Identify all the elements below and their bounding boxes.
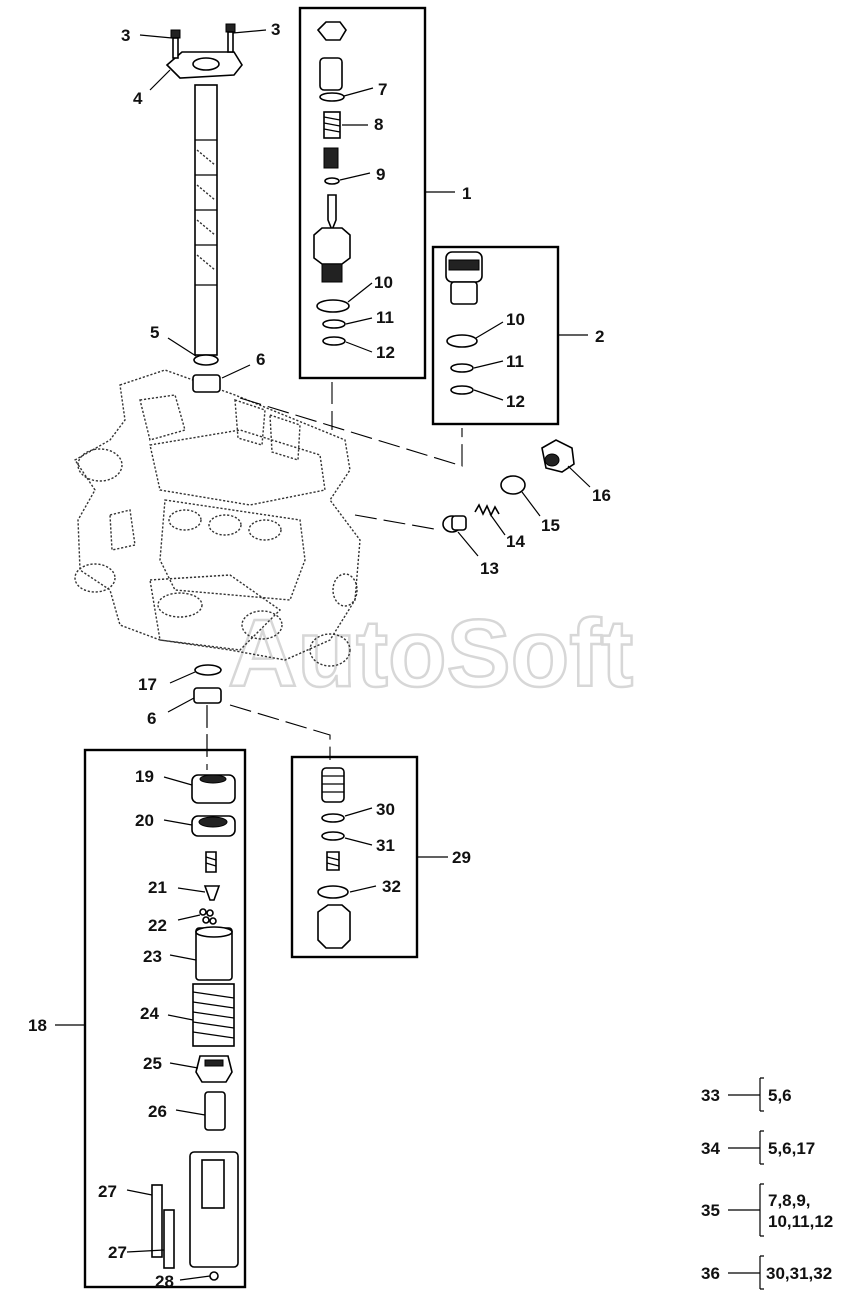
callout: 25 [143,1054,162,1073]
callout: 30 [376,800,395,819]
callout: 10 [506,310,525,329]
kit-number: 33 [701,1086,720,1105]
kit-number: 34 [701,1139,720,1158]
callout: 29 [452,848,471,867]
callout: 6 [256,350,265,369]
callout: 26 [148,1102,167,1121]
kit-contents: 5,6,17 [768,1139,815,1158]
kit-34: 34 5,6,17 [701,1130,815,1165]
callout: 32 [382,877,401,896]
callout: 11 [506,352,524,371]
callout: 3 [271,20,280,39]
load-check-parts [317,767,351,949]
kit-number: 36 [701,1264,720,1283]
relief-cartridge-parts [445,251,483,395]
kit-contents: 10,11,12 [768,1212,833,1231]
callout: 20 [135,811,154,830]
callout: 31 [376,836,395,855]
callout: 12 [506,392,525,411]
callout: 6 [147,709,156,728]
callout: 18 [28,1016,47,1035]
dashed-line-2 [239,397,463,467]
callout: 21 [148,878,167,897]
watermark: AutoSoft [228,600,633,707]
callout: 5 [150,323,159,342]
valve-body-drawing [74,369,361,667]
kit-36: 36 30,31,32 [701,1255,832,1290]
kit-reference-table: 33 5,6 34 5,6,17 35 7,8,9, 10,11,12 36 3… [701,1077,833,1290]
dashed-line-3 [354,514,441,531]
callout: 2 [595,327,604,346]
callout: 1 [462,184,471,203]
callout: 28 [155,1272,174,1291]
spring-14 [474,503,500,517]
dashed-line-4 [229,704,331,760]
callout: 13 [480,559,499,578]
main-spool [194,84,218,356]
relief-valve-parts [313,21,351,346]
kit-number: 35 [701,1201,720,1220]
kit-contents: 30,31,32 [766,1264,832,1283]
wiper-6-bottom [193,687,222,704]
leader-lines [55,29,591,1281]
kit-contents: 5,6 [768,1086,792,1105]
callout: 16 [592,486,611,505]
callout: 7 [378,80,387,99]
callout: 27 [108,1243,127,1262]
wiper-6-top [192,374,221,393]
detent-plunger-13 [442,515,467,533]
callout-numbers: 3 3 4 5 6 7 8 9 1 10 11 12 10 2 11 12 16… [28,20,611,1291]
o-ring-17 [194,664,222,676]
screw-right [225,23,236,53]
callout: 24 [140,1004,159,1023]
callout: 23 [143,947,162,966]
callout: 8 [374,115,383,134]
plate-hole [192,57,220,71]
callout: 14 [506,532,525,551]
kit-box-18 [83,748,247,1289]
kit-35: 35 7,8,9, 10,11,12 [701,1183,833,1237]
plug-16 [541,439,575,473]
kit-33: 33 5,6 [701,1077,792,1112]
callout: 12 [376,343,395,362]
kit-contents: 7,8,9, [768,1191,811,1210]
kit-box-1 [298,6,427,380]
callout: 22 [148,916,167,935]
callout: 11 [376,308,394,327]
washer-15 [500,475,526,495]
callout: 15 [541,516,560,535]
callout: 10 [374,273,393,292]
callout: 17 [138,675,157,694]
detent-assembly-parts [151,774,239,1281]
kit-box-29 [290,755,419,959]
callout: 3 [121,26,130,45]
seal-5 [193,354,219,366]
callout: 27 [98,1182,117,1201]
callout: 19 [135,767,154,786]
callout: 9 [376,165,385,184]
callout: 4 [133,89,143,108]
screw-left [170,29,181,59]
